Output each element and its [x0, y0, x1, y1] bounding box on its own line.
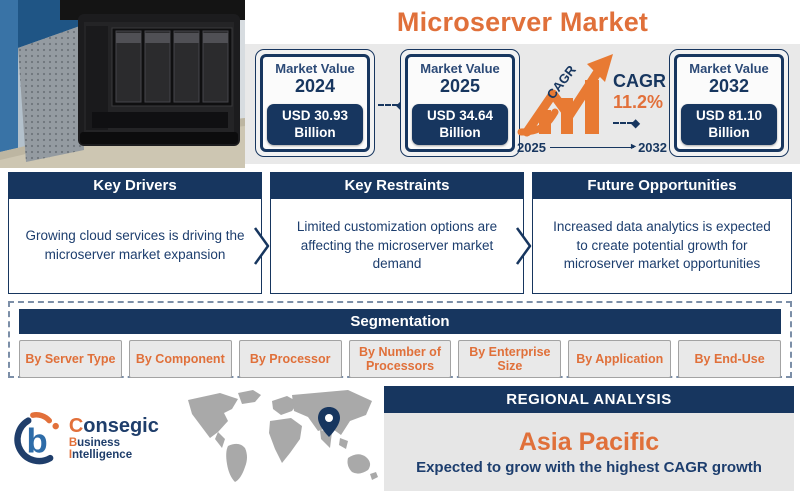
- cagr-label: CAGR: [613, 71, 666, 91]
- world-map: [188, 390, 378, 482]
- chip-by-component: By Component: [128, 340, 232, 378]
- consegic-logo-mark: b: [14, 412, 59, 465]
- chevron-right-icon: [253, 227, 270, 265]
- start-year: 2025: [517, 140, 546, 155]
- drive-bays: [115, 30, 229, 103]
- chip-by-enterprise-size: By Enterprise Size: [458, 340, 562, 378]
- chip-by-end-use: By End-Use: [678, 340, 782, 378]
- end-year: 2032: [638, 140, 667, 155]
- logo-word: Consegic: [68, 415, 159, 437]
- cagr-timeline: 2025 2032: [517, 140, 667, 155]
- microserver-photo: [0, 0, 245, 168]
- card-label: Market Value: [420, 60, 500, 76]
- card-label: Market Value: [689, 60, 769, 76]
- key-drivers-title: Key Drivers: [8, 172, 262, 199]
- cagr-value: 11.2%: [613, 91, 664, 112]
- card-year: 2032: [708, 75, 750, 96]
- key-restraints-text: Limited customization options are affect…: [270, 199, 524, 294]
- chip-by-application: By Application: [568, 340, 672, 378]
- chip-by-server-type: By Server Type: [19, 340, 122, 378]
- cagr-arrow-label: CAGR: [544, 62, 580, 102]
- future-opportunities-card: Future Opportunities Increased data anal…: [532, 172, 792, 294]
- card-value: USD 34.64 Billion: [412, 103, 508, 146]
- segmentation-chips: By Server Type By Component By Processor…: [19, 340, 782, 378]
- market-value-card-2032: Market Value 2032 USD 81.10 Billion: [669, 49, 789, 157]
- card-value: USD 81.10 Billion: [681, 103, 777, 146]
- market-value-card-2025: Market Value 2025 USD 34.64 Billion: [400, 49, 520, 157]
- future-opportunities-text: Increased data analytics is expected to …: [532, 199, 792, 294]
- timeline-arrow-icon: [549, 141, 638, 151]
- market-value-card-2024: Market Value 2024 USD 30.93 Billion: [255, 49, 375, 157]
- key-restraints-title: Key Restraints: [270, 172, 524, 199]
- cagr-graphic: CAGR CAGR 11.2% ◆ 2025 2032: [517, 48, 669, 160]
- card-year: 2025: [439, 75, 481, 96]
- dashed-arrow-icon: ◆: [613, 117, 669, 129]
- location-pin-icon: [318, 407, 340, 437]
- region-subtitle: Expected to grow with the highest CAGR g…: [416, 459, 762, 476]
- regional-analysis-panel: REGIONAL ANALYSIS Asia Pacific Expected …: [384, 386, 794, 491]
- key-drivers-text: Growing cloud services is driving the mi…: [8, 199, 262, 294]
- card-value: USD 30.93 Billion: [267, 103, 363, 146]
- region-name: Asia Pacific: [518, 428, 660, 456]
- growth-chart-icon: CAGR: [517, 54, 613, 137]
- chevron-right-icon: [515, 227, 532, 265]
- key-drivers-card: Key Drivers Growing cloud services is dr…: [8, 172, 262, 294]
- segmentation-title: Segmentation: [19, 309, 781, 334]
- market-value-band: Market Value 2024 USD 30.93 Billion ◆ Ma…: [245, 44, 800, 164]
- future-opportunities-title: Future Opportunities: [532, 172, 792, 199]
- regional-analysis-title: REGIONAL ANALYSIS: [384, 386, 794, 413]
- segmentation-section: Segmentation By Server Type By Component…: [8, 301, 792, 378]
- logo-subtitle: Business Intelligence: [68, 437, 133, 461]
- page-title: Microserver Market: [396, 6, 649, 37]
- logo-letter: b: [26, 423, 47, 461]
- chip-by-processor: By Processor: [238, 340, 342, 378]
- card-year: 2024: [294, 75, 336, 96]
- chip-by-number-of-processors: By Number of Processors: [348, 340, 452, 378]
- card-label: Market Value: [275, 60, 355, 76]
- consegic-logo: b Consegic Business Intelligence: [10, 400, 180, 476]
- key-restraints-card: Key Restraints Limited customization opt…: [270, 172, 524, 294]
